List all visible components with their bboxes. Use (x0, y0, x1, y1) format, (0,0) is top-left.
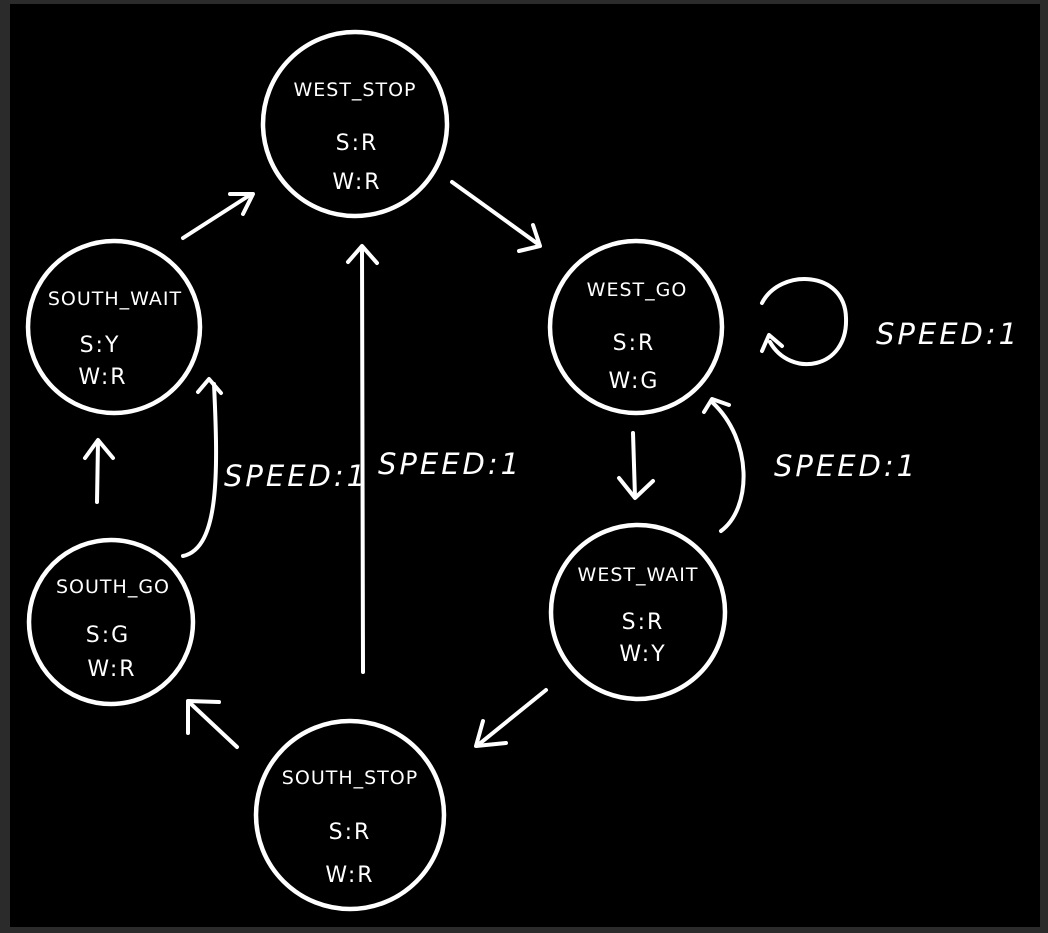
edge-south-stop-to-west-stop (346, 244, 379, 674)
edge-line (450, 180, 540, 246)
edge-west-wait-to-west-go (702, 397, 746, 533)
state-west-light: W:R (332, 170, 381, 195)
arrow-head-icon (228, 192, 255, 216)
state-name: SOUTH_GO (56, 576, 170, 598)
edge-west-wait-to-south-stop (474, 688, 548, 748)
state-south-go[interactable]: SOUTH_GO S:G W:R (26, 537, 196, 707)
edge-south-go-to-south-wait-up (83, 438, 115, 504)
edge-label-south-go-to-south-wait: SPEED:1 (224, 459, 368, 493)
state-south-wait[interactable]: SOUTH_WAIT S:Y W:R (25, 238, 203, 416)
arrow-head-icon (83, 438, 115, 460)
edge-line (476, 688, 548, 747)
edge-line (360, 246, 365, 674)
edge-south-stop-to-south-go (186, 699, 239, 749)
state-south-light: S:R (622, 610, 665, 635)
frame-right (1040, 0, 1048, 933)
state-west-light: W:R (325, 863, 374, 888)
state-south-light: S:R (613, 331, 656, 356)
arrow-head-icon (760, 333, 784, 353)
state-circle (260, 29, 450, 219)
state-west-stop[interactable]: WEST_STOP S:R W:R (260, 29, 450, 219)
state-south-light: S:Y (80, 333, 121, 358)
state-circle (25, 238, 203, 416)
edge-line (181, 382, 219, 558)
arrow-head-icon (617, 476, 655, 500)
edge-line (188, 701, 239, 749)
state-name: SOUTH_WAIT (48, 288, 182, 310)
arrow-head-icon (474, 719, 508, 748)
edge-west-go-to-west-wait (617, 431, 655, 500)
state-south-light: S:G (86, 623, 130, 648)
edge-label-south-stop-to-west-stop: SPEED:1 (378, 447, 522, 481)
edge-line (181, 193, 252, 240)
frame-left (0, 0, 10, 933)
edge-west-go-self-loop (760, 277, 849, 367)
state-circle (26, 537, 196, 707)
frame-bottom (0, 927, 1048, 933)
edge-label-west-go-self: SPEED:1 (876, 317, 1020, 351)
state-west-wait[interactable]: WEST_WAIT S:R W:Y (548, 522, 728, 702)
edge-line (631, 431, 637, 499)
state-circle (547, 238, 725, 416)
state-south-stop[interactable]: SOUTH_STOP S:R W:R (253, 718, 447, 912)
edge-south-go-to-south-wait (181, 377, 223, 558)
state-west-light: W:R (87, 657, 136, 682)
state-west-go[interactable]: WEST_GO S:R W:G (547, 238, 725, 416)
edge-line (95, 440, 100, 504)
state-west-light: W:Y (619, 642, 666, 667)
arrow-head-icon (196, 377, 223, 395)
edge-line (710, 400, 746, 533)
edge-line (760, 277, 849, 367)
state-name: WEST_STOP (293, 79, 416, 101)
state-circle (548, 522, 728, 702)
edge-south-wait-to-west-stop (181, 192, 255, 240)
arrow-head-icon (517, 223, 542, 253)
arrow-head-icon (702, 397, 731, 414)
state-south-light: S:R (329, 820, 372, 845)
state-south-light: S:R (336, 131, 379, 156)
state-circle (253, 718, 447, 912)
state-name: SOUTH_STOP (282, 767, 418, 789)
arrow-head-icon (346, 244, 379, 265)
frame-top (0, 0, 1048, 4)
state-name: WEST_WAIT (578, 564, 699, 586)
state-west-light: W:G (609, 369, 660, 394)
state-name: WEST_GO (587, 279, 688, 301)
state-west-light: W:R (78, 365, 127, 390)
arrow-head-icon (186, 699, 221, 735)
edge-label-west-wait-to-west-go: SPEED:1 (774, 449, 918, 483)
edge-west-stop-to-west-go (450, 180, 542, 253)
